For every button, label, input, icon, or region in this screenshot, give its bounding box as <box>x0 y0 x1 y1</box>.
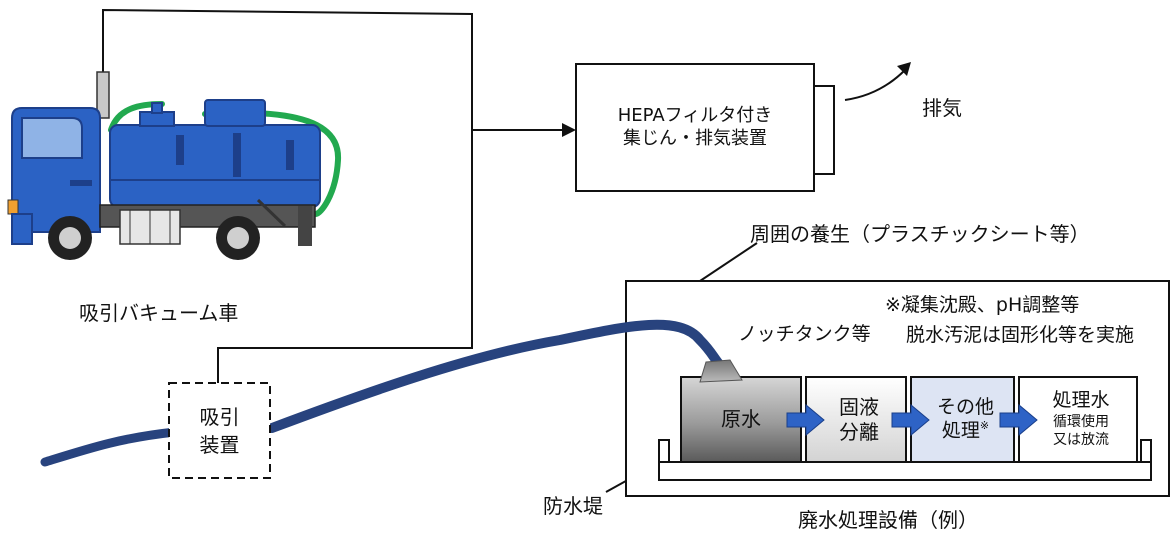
vacuum-truck-icon <box>7 71 342 260</box>
hepa-label: HEPAフィルタ付き 集じん・排気装置 <box>576 64 814 191</box>
flow-arrow-2 <box>891 403 930 437</box>
suction-hose-main <box>267 319 725 433</box>
raw-water-label: 原水 <box>681 377 801 462</box>
other-line2-wrap: 処理※ <box>942 419 989 443</box>
treated-line2: 又は放流 <box>1053 432 1109 449</box>
treated-water-label: 処理水 循環使用 又は放流 <box>1025 377 1137 462</box>
truck-tank-cap-icon <box>204 99 266 127</box>
treated-water-tank <box>1018 376 1138 463</box>
other-mark: ※ <box>979 419 990 433</box>
notch-tank-label: ノッチタンク等 <box>738 323 871 345</box>
treated-title: 処理水 <box>1052 389 1110 412</box>
other-line1: その他 <box>936 395 994 418</box>
raw-water-tank <box>680 376 802 463</box>
facility-caption: 廃水処理設備（例） <box>798 508 978 532</box>
hepa-outlet <box>813 85 835 175</box>
curing-label: 周囲の養生（プラスチックシート等） <box>750 222 1090 246</box>
suction-label-line2: 装置 <box>199 432 240 457</box>
treatment-note-line1: ※凝集沈殿、pH調整等 <box>885 294 1080 316</box>
flow-arrow-1 <box>786 403 825 437</box>
suction-device <box>168 382 271 479</box>
exhaust-pipe-line <box>102 8 473 383</box>
hepa-arrowhead <box>562 123 576 137</box>
flow-arrow-3 <box>999 403 1038 437</box>
exhaust-arrowhead <box>897 62 911 76</box>
hepa-label-line1: HEPAフィルタ付き <box>617 105 773 126</box>
vacuum-truck-label: 吸引バキューム車 <box>79 301 239 325</box>
suction-device-label: 吸引 装置 <box>169 383 270 478</box>
truck-window-icon <box>21 117 83 159</box>
curing-callout-line <box>699 242 758 282</box>
suction-hose-left <box>40 427 180 467</box>
truck-stack-icon <box>96 71 110 119</box>
suction-label-line1: 吸引 <box>199 404 240 429</box>
hepa-label-line2: 集じん・排気装置 <box>623 127 767 149</box>
treated-line1: 循環使用 <box>1053 414 1109 431</box>
hepa-box <box>575 63 815 192</box>
other-treatment-label: その他 処理※ <box>917 377 1014 462</box>
solid-liquid-line2: 分離 <box>839 419 879 444</box>
treatment-note-line2: 脱水汚泥は固形化等を実施 <box>906 324 1135 346</box>
exhaust-arrow <box>844 69 906 101</box>
process-arrows <box>786 403 1038 437</box>
levee-label: 防水堤 <box>543 494 603 518</box>
exhaust-label: 排気 <box>922 96 962 120</box>
hepa-unit <box>575 63 835 192</box>
raw-water-text: 原水 <box>721 407 761 431</box>
solid-liquid-line1: 固液 <box>839 394 879 419</box>
solid-liquid-label: 固液 分離 <box>812 377 906 462</box>
truck-manhole-icon <box>139 111 175 127</box>
hose-outflow <box>699 359 743 383</box>
levee-base <box>658 461 1152 481</box>
other-line2: 処理 <box>941 419 980 442</box>
levee <box>658 439 1152 481</box>
